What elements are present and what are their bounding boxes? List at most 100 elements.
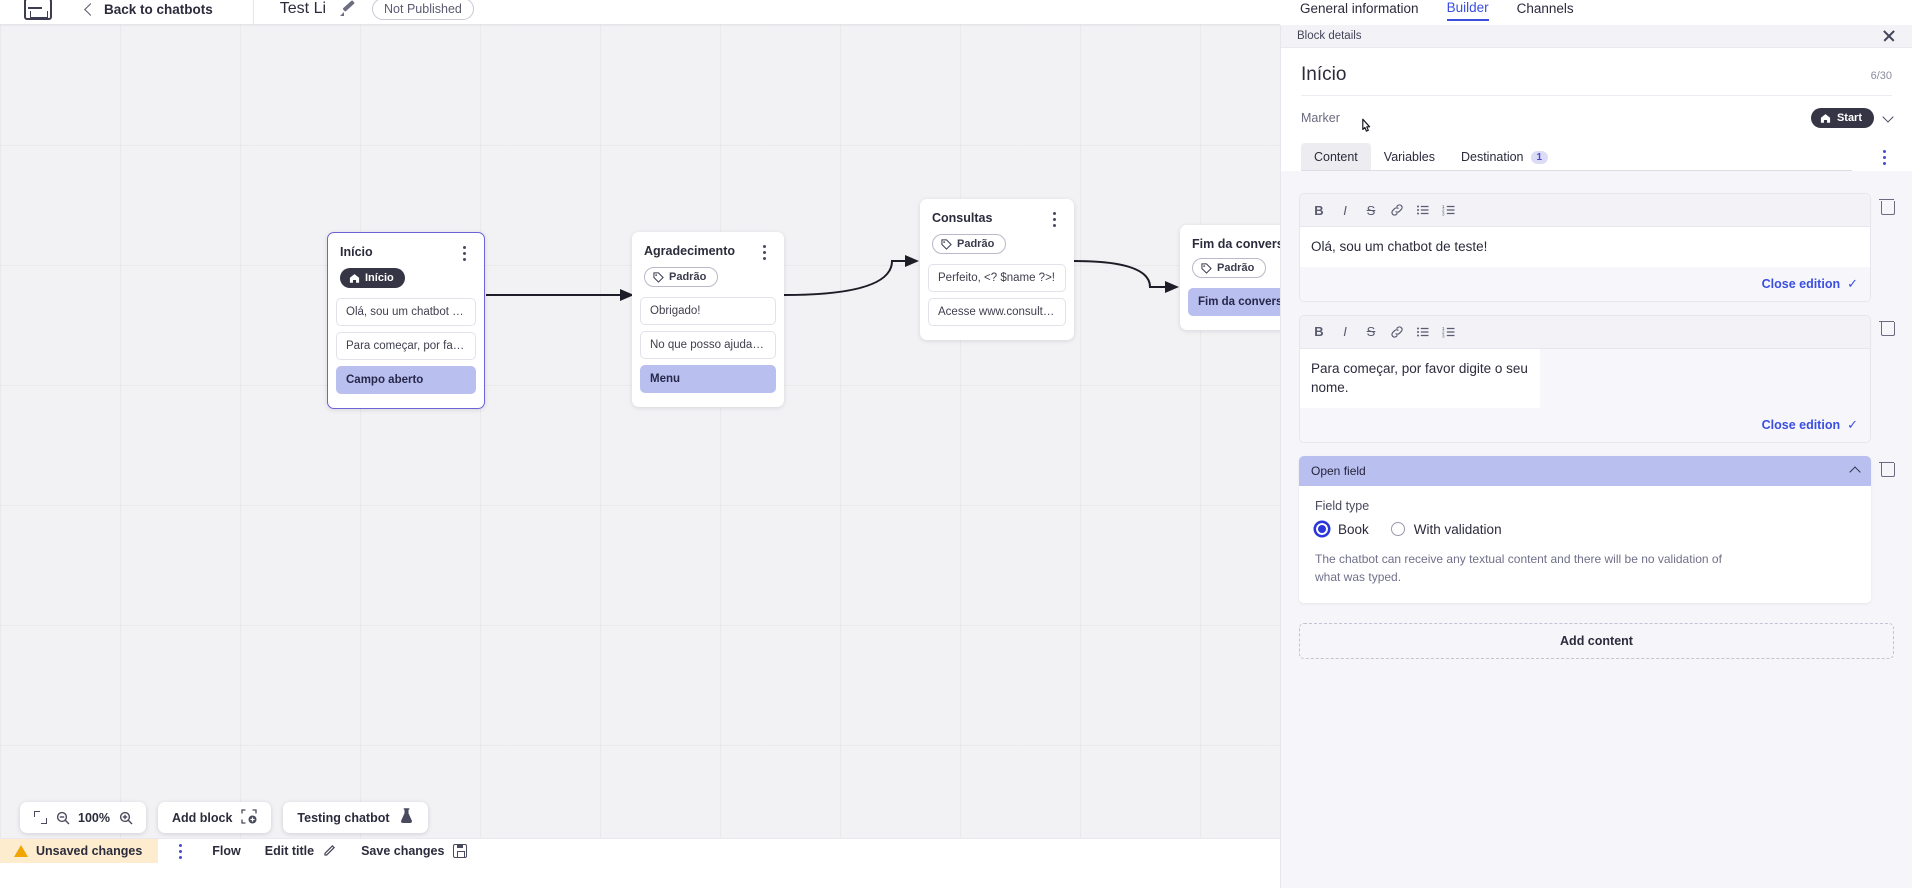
tab-channels[interactable]: Channels [1516, 1, 1574, 16]
node-item[interactable]: Menu [640, 364, 776, 393]
bold-icon[interactable]: B [1314, 324, 1324, 340]
editor-text-value[interactable]: Para começar, por favor digite o seu nom… [1300, 348, 1540, 408]
bullet-list-icon[interactable] [1412, 322, 1434, 342]
node-item[interactable]: Campo aberto [336, 365, 476, 394]
radio-option-book[interactable]: Book [1315, 522, 1369, 537]
tab-general-information[interactable]: General information [1300, 1, 1419, 16]
flow-node-consultas[interactable]: Consultas Padrão Perfeito, <? $name ?>! … [920, 199, 1074, 340]
zoom-controls[interactable]: 100% [20, 802, 146, 833]
marker-start-pill[interactable]: Start [1810, 108, 1874, 128]
tab-destination[interactable]: Destination 1 [1448, 143, 1561, 171]
node-menu-icon[interactable] [758, 244, 772, 260]
node-menu-icon[interactable] [1048, 211, 1062, 227]
panel-title-bar: Block details [1281, 25, 1912, 48]
panel-menu-icon[interactable] [1878, 149, 1892, 165]
zoom-out-icon[interactable] [56, 811, 70, 825]
italic-icon[interactable]: I [1343, 202, 1347, 218]
radio-icon-selected[interactable] [1315, 522, 1329, 537]
node-item-list: Perfeito, <? $name ?>! Acesse www.consul… [920, 263, 1074, 326]
open-field-header[interactable]: Open field [1299, 455, 1871, 486]
flow-node-fim-da-conversa[interactable]: Fim da conversa Padrão Fim da conversa [1180, 225, 1280, 330]
strikethrough-icon[interactable]: S [1366, 202, 1376, 218]
node-badge-label: Padrão [669, 271, 707, 283]
tab-builder[interactable]: Builder [1446, 0, 1489, 21]
unsaved-changes-label: Unsaved changes [36, 844, 143, 858]
node-badge-label: Início [365, 272, 394, 284]
editor-text-value[interactable]: Olá, sou um chatbot de teste! [1300, 227, 1870, 267]
fit-screen-icon[interactable] [34, 811, 47, 824]
node-item[interactable]: Fim da conversa [1188, 287, 1280, 316]
add-content-button[interactable]: Add content [1299, 622, 1894, 659]
chevron-up-icon[interactable] [1849, 466, 1861, 478]
add-block-button[interactable]: Add block [157, 802, 272, 833]
flow-node-agradecimento[interactable]: Agradecimento Padrão Obrigado! No que po… [632, 232, 784, 407]
close-icon[interactable] [1882, 29, 1896, 43]
node-menu-icon[interactable] [458, 245, 472, 261]
node-title: Início [340, 245, 373, 259]
tab-content-label: Content [1314, 150, 1358, 164]
node-header: Agradecimento [632, 242, 784, 260]
marker-row: Marker Start [1301, 96, 1894, 132]
strikethrough-icon[interactable]: S [1366, 324, 1376, 340]
zoom-in-icon[interactable] [119, 811, 133, 825]
node-badge-default: Padrão [932, 234, 1007, 254]
node-header: Início [328, 243, 484, 261]
delete-content-icon[interactable] [1879, 197, 1895, 215]
app-logo-icon [24, 0, 52, 20]
flow-label: Flow [212, 844, 241, 858]
svg-text:3: 3 [1442, 333, 1445, 338]
check-icon: ✓ [1847, 416, 1858, 432]
tag-icon [653, 271, 664, 283]
node-item[interactable]: Acesse www.consultas.com par... [928, 297, 1066, 326]
toolbar-divider [252, 0, 254, 24]
bullet-list-icon[interactable] [1412, 200, 1434, 220]
node-item[interactable]: Perfeito, <? $name ?>! [928, 263, 1066, 292]
link-icon[interactable] [1386, 322, 1408, 342]
delete-content-icon[interactable] [1879, 319, 1895, 337]
tab-variables[interactable]: Variables [1371, 143, 1448, 171]
block-title: Início [1301, 64, 1347, 85]
back-to-chatbots-link[interactable]: Back to chatbots [84, 2, 213, 17]
bold-icon[interactable]: B [1314, 202, 1324, 218]
delete-open-field-icon[interactable] [1879, 460, 1895, 478]
italic-icon[interactable]: I [1343, 324, 1347, 340]
node-badge-label: Padrão [1217, 262, 1255, 274]
node-item[interactable]: Olá, sou um chatbot de teste! [336, 297, 476, 326]
tab-content[interactable]: Content [1301, 143, 1371, 171]
edit-title-label: Edit title [264, 844, 315, 858]
home-icon [1820, 113, 1831, 124]
tag-icon [941, 238, 952, 250]
flow-canvas[interactable]: Início Início Olá, sou um chatbot de tes… [0, 25, 1280, 863]
node-item[interactable]: Para começar, por favor digite o ... [336, 331, 476, 360]
flask-icon [399, 808, 414, 827]
statusbar-menu-icon[interactable] [174, 843, 188, 859]
node-item[interactable]: Obrigado! [640, 296, 776, 325]
node-header: Fim da conversa [1180, 235, 1280, 251]
radio-option-with-validation[interactable]: With validation [1390, 522, 1502, 537]
open-field-description: The chatbot can receive any textual cont… [1315, 551, 1722, 585]
close-edition-button[interactable]: Close edition [1761, 276, 1841, 291]
marker-control[interactable]: Start [1810, 108, 1894, 128]
flow-button[interactable]: Flow [212, 844, 240, 858]
block-details-panel: Block details Início 6/30 Marker Start [1280, 25, 1912, 888]
testing-chatbot-button[interactable]: Testing chatbot [283, 802, 428, 833]
edit-pencil-icon[interactable] [340, 1, 356, 17]
node-item[interactable]: No que posso ajudar, <? $name ... [640, 330, 776, 359]
edit-title-button[interactable]: Edit title [265, 843, 337, 860]
flow-node-inicio[interactable]: Início Início Olá, sou um chatbot de tes… [327, 232, 485, 409]
save-changes-button[interactable]: Save changes [361, 844, 468, 858]
chevron-down-icon[interactable] [1882, 110, 1894, 123]
radio-icon[interactable] [1390, 522, 1405, 537]
close-edition-button[interactable]: Close edition [1761, 417, 1841, 432]
panel-tabs: Content Variables Destination 1 [1301, 132, 1892, 171]
link-icon[interactable] [1386, 200, 1408, 220]
open-field-card: Open field Field type Book Wi [1299, 455, 1871, 603]
